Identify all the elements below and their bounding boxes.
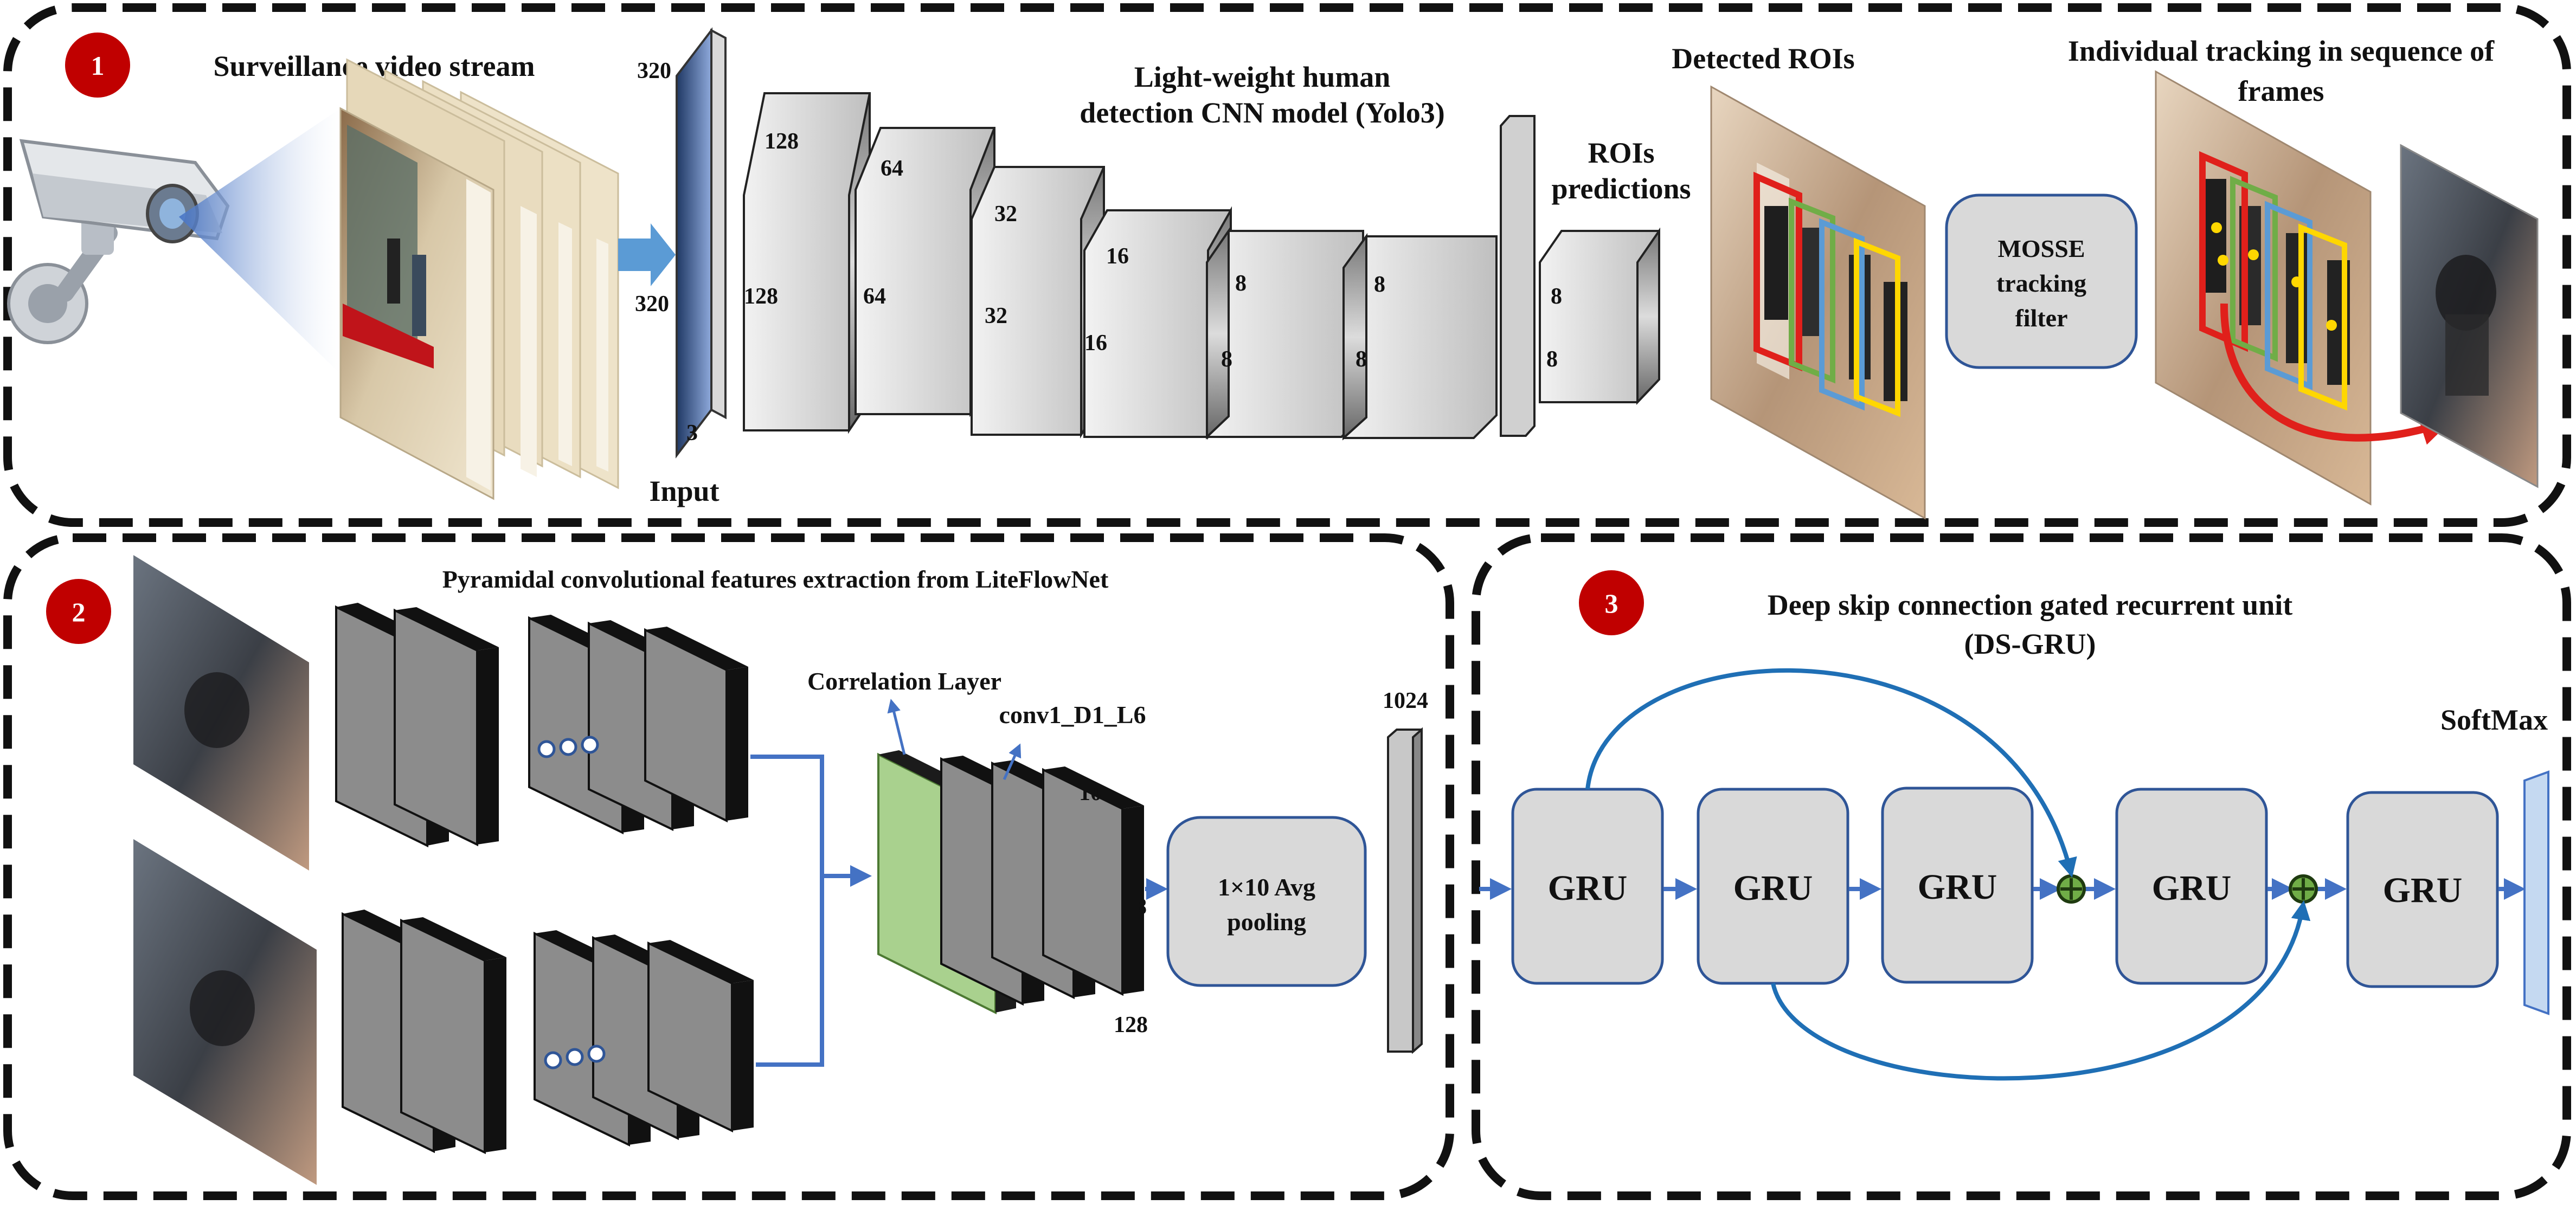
input-arrow-icon (618, 223, 676, 286)
panel-3-frame (1472, 533, 2571, 1200)
l1-dim-b: 128 (744, 284, 778, 309)
gru-node-5: GRU (2346, 791, 2499, 988)
softmax-layer (2523, 770, 2549, 1015)
roi-dim-a: 8 (1551, 284, 1562, 309)
connector-top (750, 755, 824, 876)
dsgru-title-line2: (DS-GRU) (1964, 628, 2096, 660)
correlation-layer-label: Correlation Layer (807, 667, 1001, 695)
flow-input-frame-2 (133, 839, 317, 1185)
l2-dim-a: 64 (881, 156, 903, 181)
cctv-camera-icon (7, 139, 230, 344)
add-node-2-icon (2289, 874, 2318, 904)
l4-dim-a: 16 (1106, 244, 1129, 269)
flow-input-frame-1 (133, 555, 309, 871)
avg-pooling-box: 1×10 Avg pooling (1166, 816, 1367, 987)
l1-dim-a: 128 (765, 129, 799, 154)
l4-dim-b: 16 (1084, 331, 1107, 356)
rois-predictions-line1: ROIs (1588, 137, 1654, 169)
gru-1-label: GRU (1548, 868, 1628, 908)
mosse-line2: tracking (1996, 269, 2086, 297)
pyramidal-label: Pyramidal convolutional features extract… (442, 565, 1109, 593)
gru-node-4: GRU (2115, 788, 2268, 985)
input-height-dim: 320 (637, 59, 671, 83)
dsgru-title-line1: Deep skip connection gated recurrent uni… (1768, 589, 2292, 621)
gru-node-2: GRU (1697, 788, 1849, 985)
roi-dim-b: 8 (1546, 347, 1558, 372)
l5-dim-b: 8 (1221, 347, 1232, 372)
mosse-line1: MOSSE (1997, 235, 2085, 262)
skip-connection-bottom (1771, 900, 2311, 1081)
badge-3: 3 (1579, 570, 1644, 635)
feature-blocks-bottom (342, 910, 754, 1155)
l2-dim-b: 64 (863, 284, 886, 309)
input-volume (676, 27, 727, 459)
tracking-frames-image (2155, 70, 2372, 506)
l5-dim-a: 8 (1235, 271, 1247, 296)
badge-1: 1 (65, 33, 130, 98)
input-channel-dim: 3 (686, 421, 698, 446)
cnn-layer-5 (1206, 227, 1364, 440)
feature-dim-1024: 1024 (1383, 688, 1428, 713)
gru-5-label: GRU (2383, 871, 2463, 910)
corr-dim-8: 8 (1135, 894, 1147, 919)
l3-dim-b: 32 (985, 304, 1007, 328)
softmax-label: SoftMax (2440, 704, 2548, 736)
conv1-label: conv1_D1_L6 (999, 701, 1146, 729)
mosse-line3: filter (2015, 304, 2067, 332)
gru-node-3: GRU (1881, 787, 2034, 984)
panel-1-frame (3, 3, 2571, 527)
gru-3-label: GRU (1918, 867, 1997, 907)
correlation-label-arrow (887, 699, 906, 755)
corr-dim-128: 128 (1114, 1013, 1148, 1038)
gru-node-1: GRU (1511, 788, 1664, 985)
cnn-title-line2: detection CNN model (Yolo3) (1080, 96, 1444, 129)
camera-view-cone (179, 108, 341, 374)
badge-3-label: 3 (1605, 588, 1618, 618)
l6-dim-a: 8 (1374, 272, 1385, 297)
badge-1-label: 1 (91, 50, 105, 81)
detected-rois-image (1710, 85, 1926, 520)
badge-2: 2 (46, 579, 111, 644)
gru-2-label: GRU (1733, 868, 1813, 908)
connector-bottom (756, 876, 824, 1067)
add-node-1-icon (2057, 874, 2086, 904)
tracking-label-line2: frames (2238, 75, 2324, 107)
tracked-person-image (2400, 144, 2539, 488)
detected-rois-label: Detected ROIs (1672, 42, 1854, 75)
cnn-fc-bar (1500, 115, 1536, 437)
rois-predictions-line2: predictions (1551, 172, 1691, 205)
tracking-arrow-icon (2220, 303, 2451, 445)
panel-2-frame (3, 533, 1454, 1200)
roi-prediction-layer (1539, 227, 1660, 405)
corr-dim-10: 10 (1079, 781, 1102, 806)
badge-2-label: 2 (72, 597, 86, 627)
cnn-title-line1: Light-weight human (1134, 61, 1391, 93)
input-width-dim: 320 (635, 292, 669, 317)
cnn-layer-1 (743, 92, 871, 434)
avgpool-line1: 1×10 Avg (1218, 873, 1315, 901)
avgpool-line2: pooling (1227, 908, 1306, 936)
conv1-label-arrow (1003, 743, 1022, 781)
surveillance-frames (339, 58, 619, 500)
skip-connection-top (1585, 668, 2077, 878)
cnn-layer-6 (1342, 233, 1498, 441)
gru-4-label: GRU (2152, 868, 2232, 908)
feature-vector-1024 (1387, 727, 1423, 1054)
l3-dim-a: 32 (994, 202, 1017, 227)
mosse-filter-box: MOSSE tracking filter (1945, 194, 2138, 369)
correlation-layer-block (877, 750, 1144, 1015)
tracking-label-line1: Individual tracking in sequence of (2068, 35, 2495, 67)
l6-dim-b: 8 (1356, 347, 1367, 372)
input-label: Input (649, 475, 719, 507)
feature-blocks-top (335, 603, 748, 848)
